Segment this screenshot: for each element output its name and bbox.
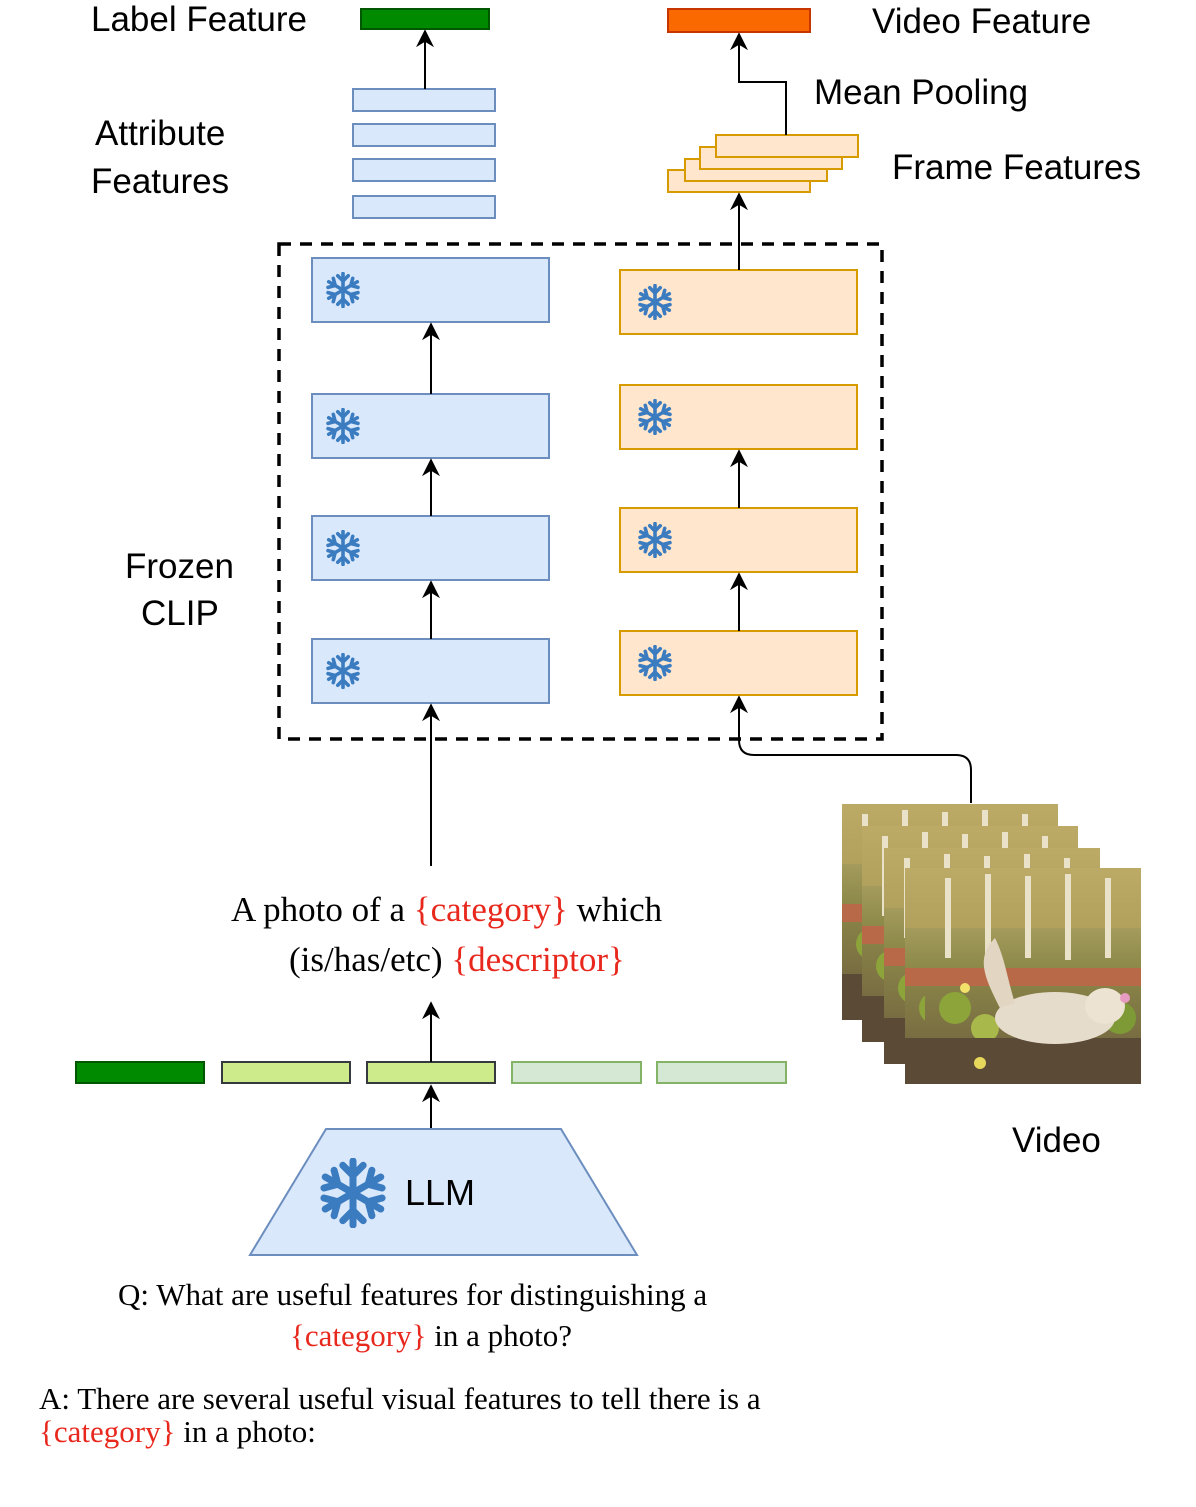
- answer-line2: {category} in a photo:: [39, 1414, 316, 1450]
- video-frames: [842, 804, 1141, 1084]
- llm-token-bars: [75, 1061, 787, 1084]
- mean-pooling-label: Mean Pooling: [814, 73, 1029, 112]
- frozen-clip-label-line1: Frozen: [125, 547, 234, 586]
- llm-block: [248, 1128, 639, 1256]
- label-feature-bar: [360, 8, 490, 30]
- video-feature-bar: [667, 8, 811, 33]
- video-label: Video: [1012, 1121, 1101, 1160]
- answer-text: in a photo:: [175, 1414, 316, 1449]
- image-encoder-layer-2: [619, 507, 858, 573]
- text-encoder-layer-4: [311, 257, 550, 323]
- arrow-video-to-image-encoder: [730, 695, 972, 803]
- category-variable: {category}: [290, 1318, 427, 1353]
- frozen-clip-label-line2: CLIP: [141, 594, 219, 633]
- prompt-template-line1: A photo of a {category} which: [231, 890, 662, 930]
- arrow-mean-pooling: [730, 32, 787, 135]
- llm-label: LLM: [405, 1172, 476, 1213]
- text-encoder-layer-2: [311, 515, 550, 581]
- attribute-features-label-line2: Features: [91, 162, 230, 201]
- text-encoder-layer-1: [311, 638, 550, 704]
- answer-line1: A: There are several useful visual featu…: [39, 1381, 761, 1416]
- prompt-text: which: [567, 890, 663, 929]
- prompt-text: A photo of a: [231, 890, 414, 929]
- frame-features-label: Frame Features: [892, 148, 1141, 187]
- question-text: in a photo?: [426, 1318, 572, 1353]
- label-feature-title: Label Feature: [91, 0, 307, 39]
- question-line2: {category} in a photo?: [290, 1318, 572, 1354]
- descriptor-variable: {descriptor}: [451, 940, 625, 979]
- image-encoder-layer-3: [619, 384, 858, 450]
- attribute-features-label-line1: Attribute: [95, 114, 226, 153]
- category-variable: {category}: [413, 890, 568, 929]
- frozen-clip-container: [277, 242, 884, 741]
- frame-features-stack: [667, 134, 859, 193]
- prompt-template-line2: (is/has/etc) {descriptor}: [289, 940, 625, 980]
- image-encoder-layer-4: [619, 269, 858, 335]
- category-variable: {category}: [39, 1414, 176, 1449]
- image-encoder-layer-1: [619, 630, 858, 696]
- attribute-features-stack: [352, 88, 496, 219]
- prompt-text: (is/has/etc): [289, 940, 452, 979]
- text-encoder-layer-3: [311, 393, 550, 459]
- question-line1: Q: What are useful features for distingu…: [118, 1277, 708, 1312]
- video-feature-title: Video Feature: [872, 2, 1092, 41]
